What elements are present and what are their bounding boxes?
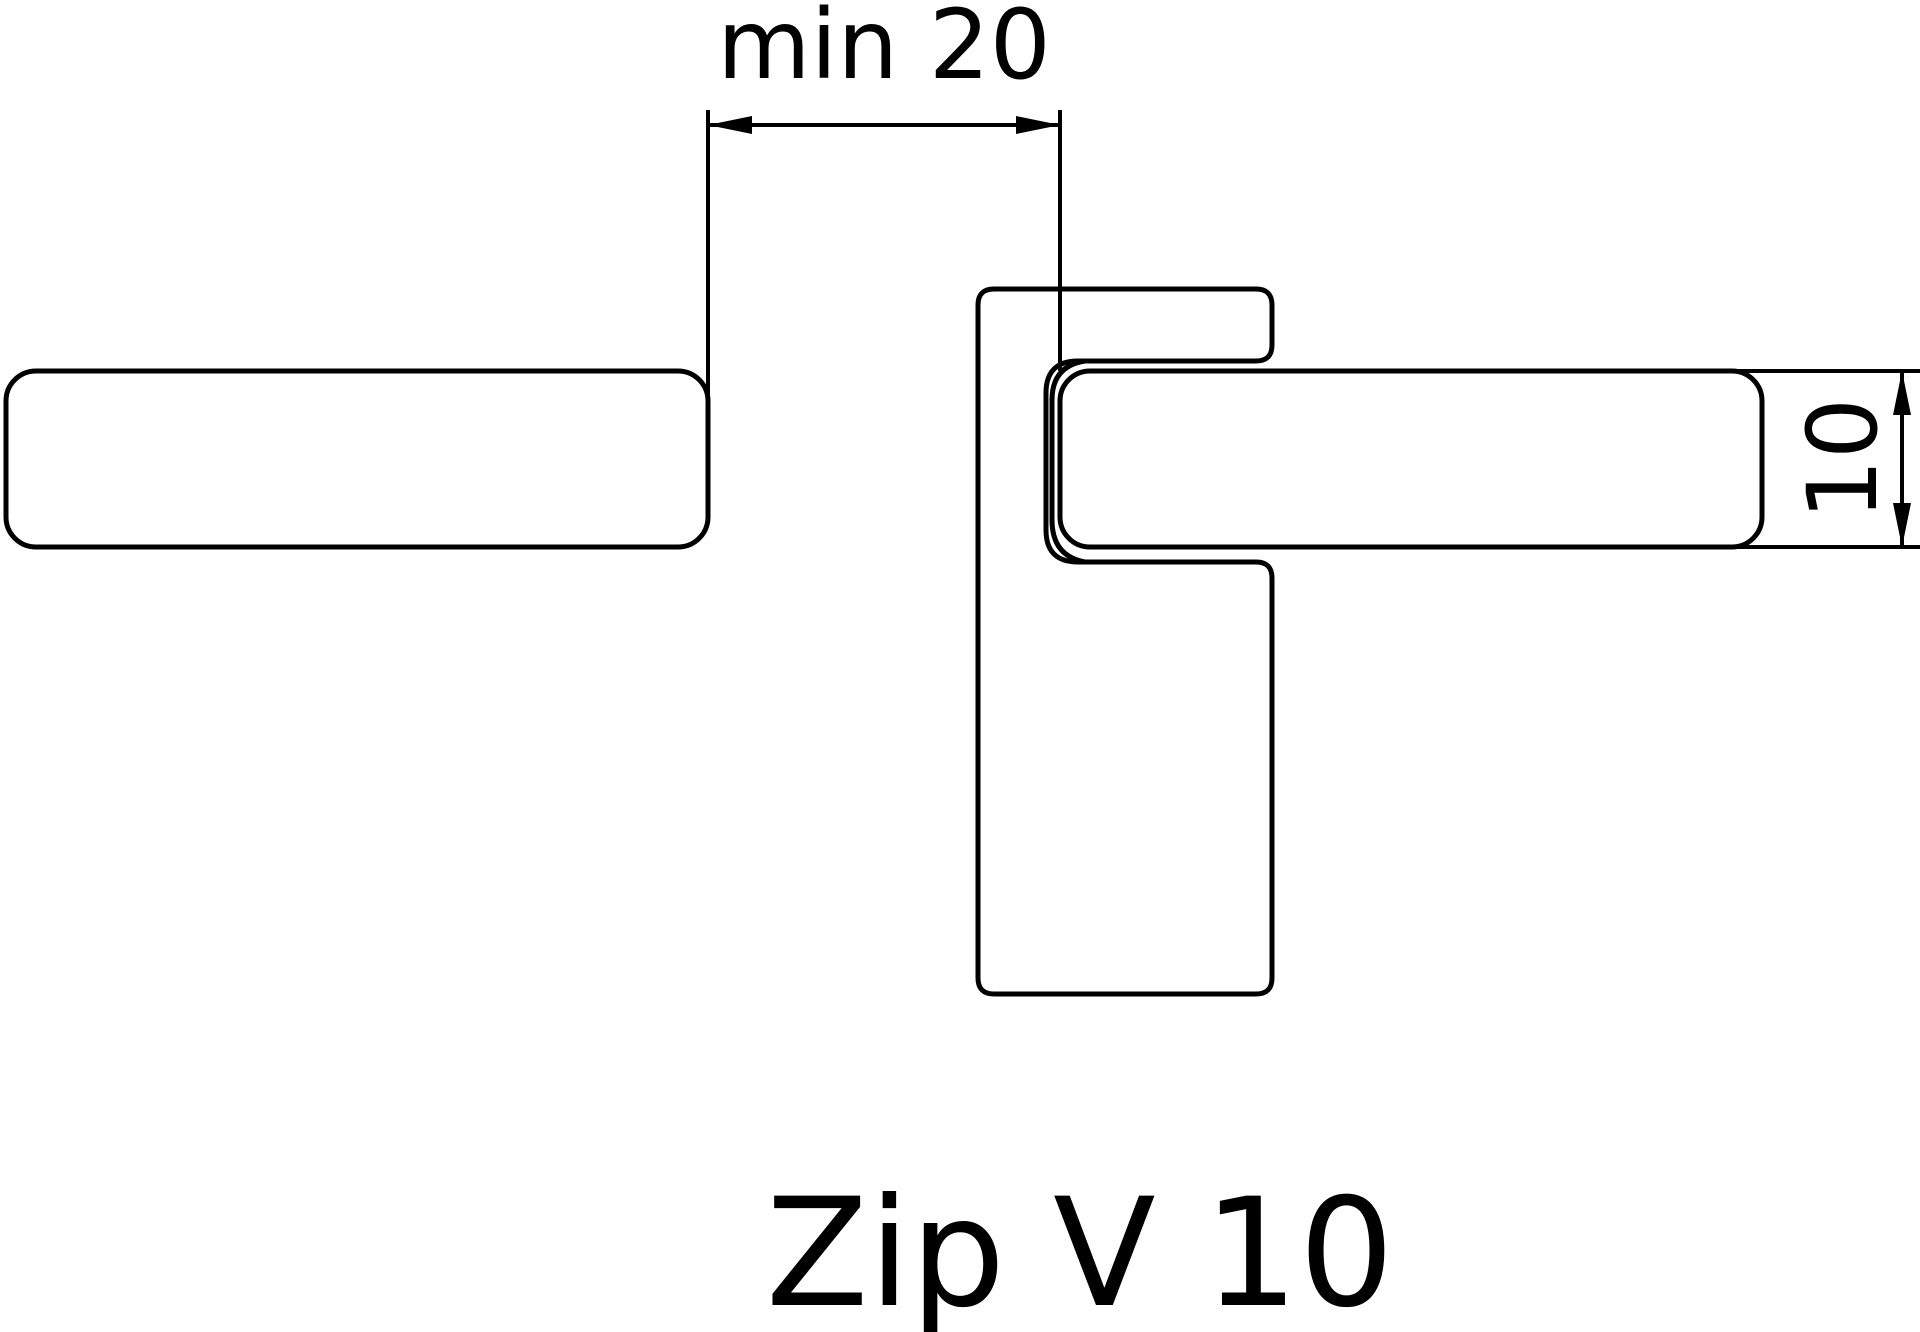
thickness-arrow-bottom: [1893, 503, 1911, 547]
gap-arrow-left: [708, 116, 752, 134]
gap-dimension: min 20: [706, 0, 1062, 400]
model-caption: Zip V 10: [766, 1167, 1395, 1332]
thickness-dimension-label: 10: [1787, 398, 1899, 520]
left-glass-panel: [3, 368, 711, 550]
thickness-arrow-top: [1893, 371, 1911, 415]
thickness-dimension: 10: [1730, 369, 1920, 549]
gap-dimension-label: min 20: [717, 0, 1051, 101]
right-glass-panel: [1057, 368, 1765, 550]
clamp-profile: [975, 286, 1275, 997]
gap-arrow-right: [1016, 116, 1060, 134]
clamp-inner-line: [1049, 358, 1088, 565]
